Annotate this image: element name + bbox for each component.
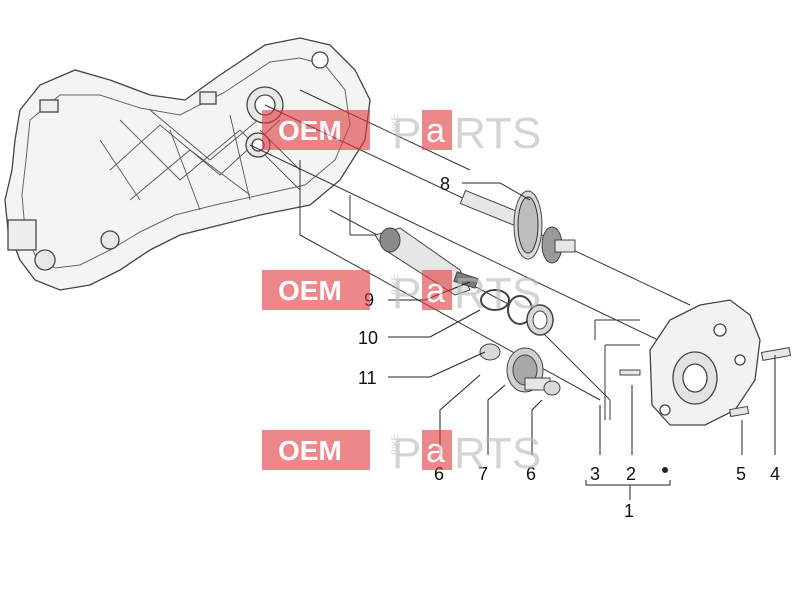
svg-text:a: a [426,112,445,150]
callout-3: 3 [590,464,600,484]
svg-text:P: P [392,429,421,478]
svg-text:OEM: OEM [278,435,342,466]
svg-text:a: a [426,272,445,310]
callout-1: 1 [624,501,634,521]
primary-shaft-with-gear [459,189,576,264]
circlip-and-bearing [480,289,554,336]
watermark-top: OEM BIKE P a RTS [262,109,541,158]
svg-text:RTS: RTS [454,269,541,318]
svg-text:OEM: OEM [278,275,342,306]
svg-text:BIKE: BIKE [390,114,400,135]
callout-11: 11 [358,368,377,388]
callout-8: 8 [440,174,450,194]
svg-text:RTS: RTS [454,429,541,478]
callout-10: 10 [358,328,378,348]
callout-2: 2 [626,464,636,484]
watermark-middle: OEM BIKE P a RTS [262,269,541,318]
callout-7: 7 [478,464,488,484]
svg-text:a: a [426,432,445,470]
svg-text:RTS: RTS [454,109,541,158]
crankcase-housing [4,37,371,291]
callout-6-left: 6 [434,464,444,484]
callout-numbers: 1 2 3 4 5 6 7 6 8 9 10 11 [358,174,780,521]
svg-text:P: P [392,269,421,318]
svg-text:BIKE: BIKE [390,434,400,455]
callout-4: 4 [770,464,780,484]
svg-text:OEM: OEM [278,115,342,146]
callout-leaders [388,182,776,500]
intermediate-gear [479,343,561,396]
svg-text:P: P [392,109,421,158]
transmission-cover [649,299,761,426]
callout-5: 5 [736,464,746,484]
callout-6-right: 6 [526,464,536,484]
fasteners [619,347,792,418]
svg-text:BIKE: BIKE [390,274,400,295]
watermark-bottom: OEM BIKE P a RTS [262,429,541,478]
